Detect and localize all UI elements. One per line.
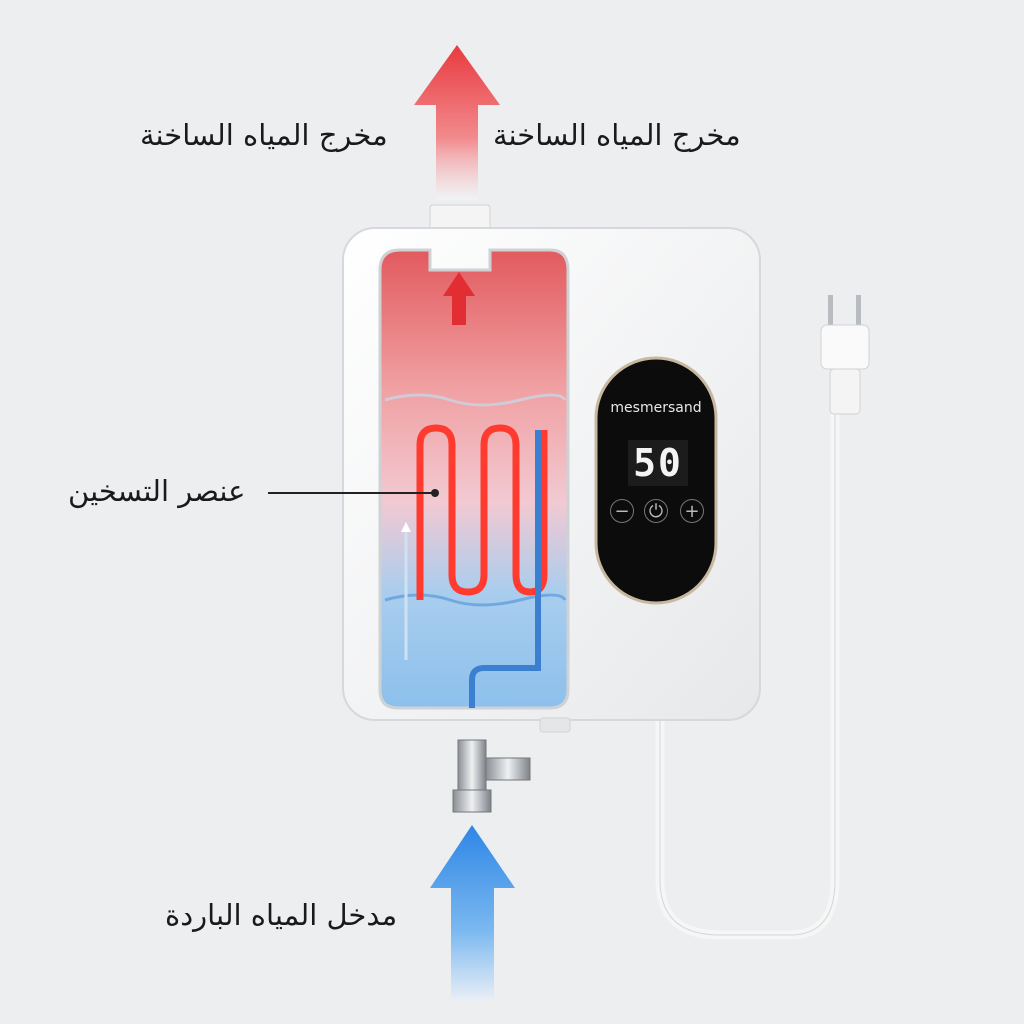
brand-name: mesmersand xyxy=(610,400,702,416)
hot-water-outlet-label-right: مخرج المياه الساخنة xyxy=(493,118,741,152)
power-button[interactable]: ⏻ xyxy=(644,499,668,523)
heating-element-label: عنصر التسخين xyxy=(68,474,246,508)
inner-hot-arrow xyxy=(443,272,475,325)
power-plug-icon xyxy=(820,295,870,415)
cold-water-arrow xyxy=(430,825,515,1000)
hot-water-arrow xyxy=(414,45,500,200)
hot-water-outlet-label-left: مخرج المياه الساخنة xyxy=(140,118,388,152)
increase-temperature-button[interactable]: + xyxy=(680,499,704,523)
cold-pipe xyxy=(469,430,541,708)
inlet-valve xyxy=(452,739,531,813)
heating-coil xyxy=(416,424,548,600)
temperature-display: 50 xyxy=(628,440,688,486)
cold-water-inlet-label: مدخل المياه الباردة xyxy=(165,898,398,932)
decrease-temperature-button[interactable]: − xyxy=(610,499,634,523)
